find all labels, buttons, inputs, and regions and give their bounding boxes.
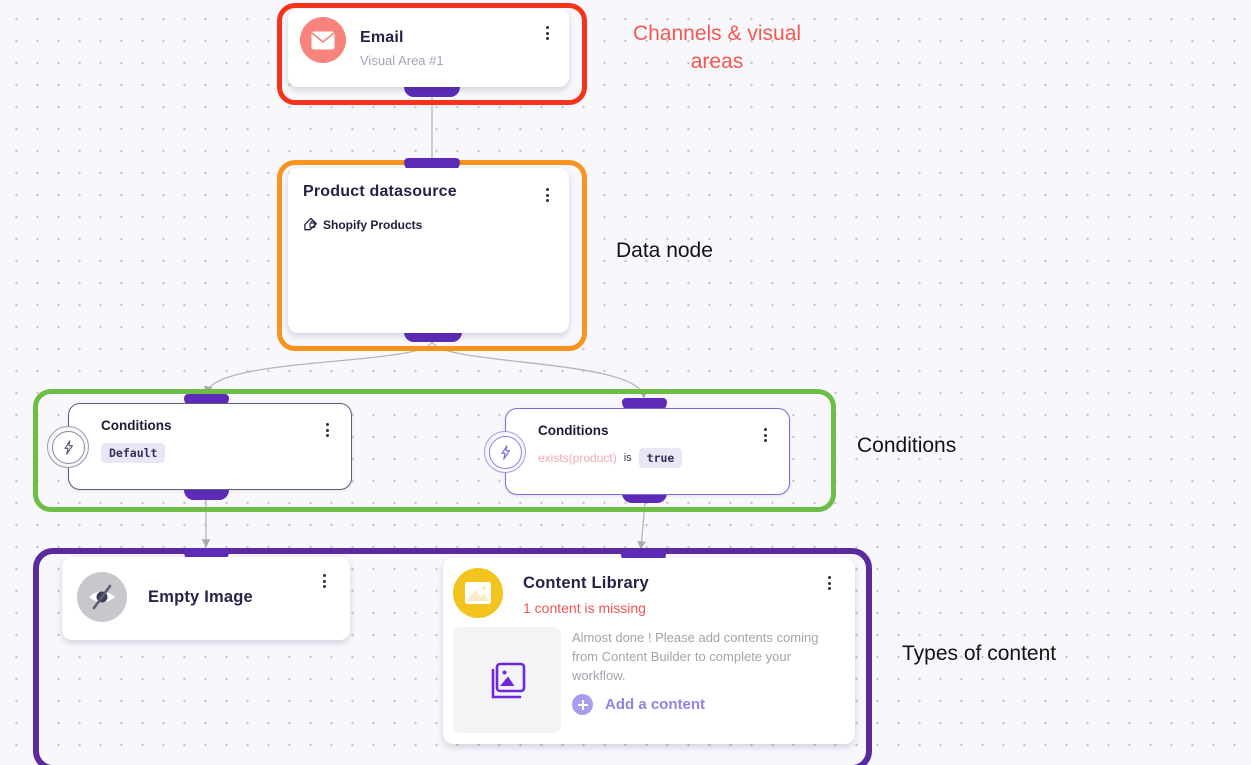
content-missing-warning: 1 content is missing [523, 600, 646, 616]
envelope-icon [311, 31, 335, 49]
data-node-label: Data node [616, 239, 713, 262]
kebab-menu-icon[interactable] [540, 23, 555, 43]
add-content-label: Add a content [605, 696, 705, 713]
kebab-menu-icon[interactable] [317, 571, 332, 591]
condition-expression: exists(product) [538, 451, 617, 465]
datasource-source-row: Shopify Products [303, 217, 422, 232]
condition-exists-node[interactable]: Conditions exists(product) is true [484, 408, 790, 495]
empty-image-avatar [77, 572, 127, 622]
email-node[interactable]: Email Visual Area #1 [288, 9, 569, 87]
plus-icon [572, 694, 593, 715]
types-of-content-label: Types of content [902, 642, 1057, 665]
datasource-source-label: Shopify Products [323, 217, 423, 232]
kebab-menu-icon[interactable] [822, 573, 837, 593]
condition-badge-circle [47, 426, 89, 468]
kebab-menu-icon[interactable] [540, 185, 555, 205]
lightning-icon [63, 439, 73, 455]
image-icon [465, 582, 491, 604]
conditions-group-outline [33, 389, 836, 512]
lightning-icon [500, 444, 510, 460]
condition-node-title: Conditions [101, 418, 172, 433]
condition-default-node[interactable]: Conditions Default [47, 403, 352, 490]
email-node-subtitle: Visual Area #1 [360, 53, 444, 68]
condition-value-badge: true [638, 448, 683, 468]
empty-image-title: Empty Image [148, 588, 253, 606]
stacked-images-icon [491, 662, 526, 699]
kebab-menu-icon[interactable] [320, 420, 335, 440]
channels-areas-label: Channels & visual areas [632, 22, 802, 73]
content-library-avatar [453, 568, 503, 618]
product-datasource-node[interactable]: Product datasource Shopify Products [288, 168, 569, 333]
datasource-node-title: Product datasource [303, 183, 457, 200]
condition-badge-circle [484, 431, 526, 473]
content-library-node[interactable]: Content Library 1 content is missing Alm… [443, 558, 855, 744]
conditions-label: Conditions [857, 434, 957, 457]
email-channel-icon [300, 17, 346, 63]
empty-image-node[interactable]: Empty Image [62, 557, 350, 640]
eye-off-icon [89, 584, 115, 610]
kebab-menu-icon[interactable] [758, 425, 773, 445]
channels-group-outline [277, 3, 587, 105]
product-tag-icon [304, 217, 317, 231]
content-group-outline [33, 548, 872, 765]
condition-operator: is [623, 452, 632, 464]
content-placeholder-box [453, 627, 561, 733]
condition-node-title: Conditions [538, 423, 609, 438]
add-content-button[interactable]: Add a content [572, 694, 705, 715]
condition-default-badge: Default [101, 443, 166, 463]
content-library-title: Content Library [523, 574, 649, 592]
content-library-message: Almost done ! Please add contents coming… [572, 630, 819, 683]
email-node-title: Email [360, 29, 404, 46]
